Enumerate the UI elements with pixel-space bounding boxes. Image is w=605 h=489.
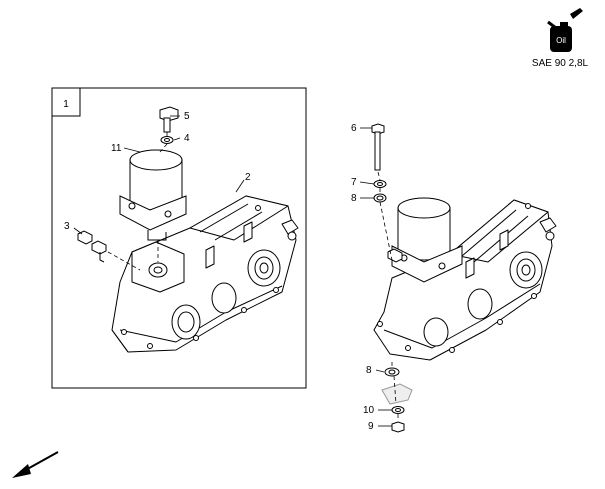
left-bolt-5 <box>159 106 179 133</box>
left-assembly-lines <box>107 132 168 271</box>
callout-5: 5 <box>184 111 190 122</box>
callout-6: 6 <box>351 123 357 134</box>
right-assembly-lines <box>377 171 399 420</box>
right-washer-10 <box>391 406 405 414</box>
callout-2: 2 <box>245 172 251 183</box>
group-frame <box>51 87 307 389</box>
oil-can-icon: Oil <box>547 8 583 52</box>
right-plug-9 <box>391 421 405 433</box>
callout-9: 9 <box>368 421 374 432</box>
callout-8-top: 8 <box>351 193 357 204</box>
left-washer-4 <box>160 136 174 144</box>
right-solenoid-unit <box>387 197 463 283</box>
group-number: 1 <box>63 99 69 110</box>
callout-7: 7 <box>351 177 357 188</box>
direction-arrow-icon <box>12 451 59 478</box>
left-solenoid-unit <box>119 149 187 241</box>
callout-8-bottom: 8 <box>366 365 372 376</box>
oil-can-label: Oil <box>556 36 566 45</box>
left-fittings-3 <box>77 230 107 263</box>
right-long-bolt-6 <box>371 123 385 171</box>
left-gearbox-housing <box>111 195 299 353</box>
right-washer-7 <box>373 180 387 188</box>
group-number-box <box>51 87 81 117</box>
callout-4: 4 <box>184 133 190 144</box>
oil-capacity-label: SAE 90 2,8L <box>531 58 589 69</box>
callout-10: 10 <box>363 405 375 416</box>
right-bracket <box>381 383 413 405</box>
right-seal-8-top <box>373 193 387 203</box>
callout-leaders <box>73 115 392 427</box>
callout-11: 11 <box>111 143 122 154</box>
right-seal-8-bottom <box>384 367 400 377</box>
callout-3: 3 <box>64 221 70 232</box>
